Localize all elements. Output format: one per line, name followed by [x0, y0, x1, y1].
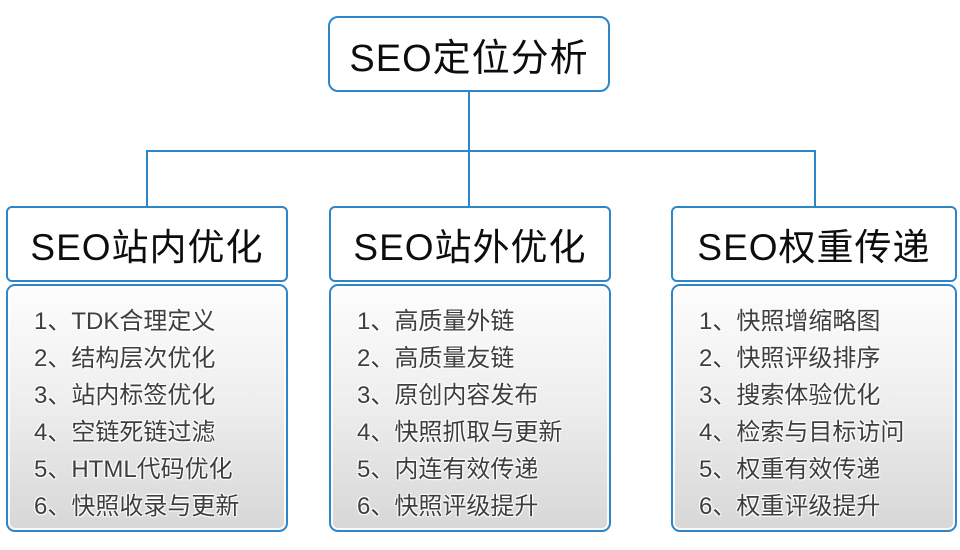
list-item: 2、快照评级排序 — [699, 345, 881, 372]
branch-header: SEO站内优化 — [6, 206, 288, 282]
list-item: 1、高质量外链 — [357, 308, 515, 335]
list-item: 6、快照收录与更新 — [34, 493, 240, 520]
list-item: 4、空链死链过滤 — [34, 419, 216, 446]
connector-drop-left — [146, 150, 148, 206]
list-item: 5、权重有效传递 — [699, 456, 881, 483]
list-item: 3、搜索体验优化 — [699, 382, 881, 409]
connector-root-stem — [468, 92, 470, 152]
branch-header: SEO站外优化 — [329, 206, 611, 282]
branch-title: SEO权重传递 — [697, 227, 931, 268]
branch-list: 1、快照增缩略图 2、快照评级排序 3、搜索体验优化 4、检索与目标访问 5、权… — [671, 284, 957, 532]
connector-horizontal-rail — [146, 150, 816, 152]
list-item: 3、站内标签优化 — [34, 382, 216, 409]
list-item: 4、快照抓取与更新 — [357, 419, 563, 446]
list-item: 2、结构层次优化 — [34, 345, 216, 372]
list-item: 1、快照增缩略图 — [699, 308, 881, 335]
root-node: SEO定位分析 — [328, 16, 610, 92]
list-item: 5、内连有效传递 — [357, 456, 539, 483]
connector-drop-middle — [468, 150, 470, 206]
connector-drop-right — [814, 150, 816, 206]
list-item: 4、检索与目标访问 — [699, 419, 905, 446]
branch-offsite-optimization: SEO站外优化 1、高质量外链 2、高质量友链 3、原创内容发布 4、快照抓取与… — [329, 206, 611, 532]
branch-list: 1、高质量外链 2、高质量友链 3、原创内容发布 4、快照抓取与更新 5、内连有… — [329, 284, 611, 532]
branch-onsite-optimization: SEO站内优化 1、TDK合理定义 2、结构层次优化 3、站内标签优化 4、空链… — [6, 206, 288, 532]
list-item: 1、TDK合理定义 — [34, 308, 216, 335]
list-item: 2、高质量友链 — [357, 345, 515, 372]
list-item: 3、原创内容发布 — [357, 382, 539, 409]
branch-title: SEO站内优化 — [30, 227, 264, 268]
list-item: 5、HTML代码优化 — [34, 456, 233, 483]
branch-title: SEO站外优化 — [353, 227, 587, 268]
branch-header: SEO权重传递 — [671, 206, 957, 282]
root-node-label: SEO定位分析 — [349, 37, 589, 80]
list-item: 6、快照评级提升 — [357, 493, 539, 520]
branch-list: 1、TDK合理定义 2、结构层次优化 3、站内标签优化 4、空链死链过滤 5、H… — [6, 284, 288, 532]
list-item: 6、权重评级提升 — [699, 493, 881, 520]
branch-weight-transfer: SEO权重传递 1、快照增缩略图 2、快照评级排序 3、搜索体验优化 4、检索与… — [671, 206, 957, 532]
